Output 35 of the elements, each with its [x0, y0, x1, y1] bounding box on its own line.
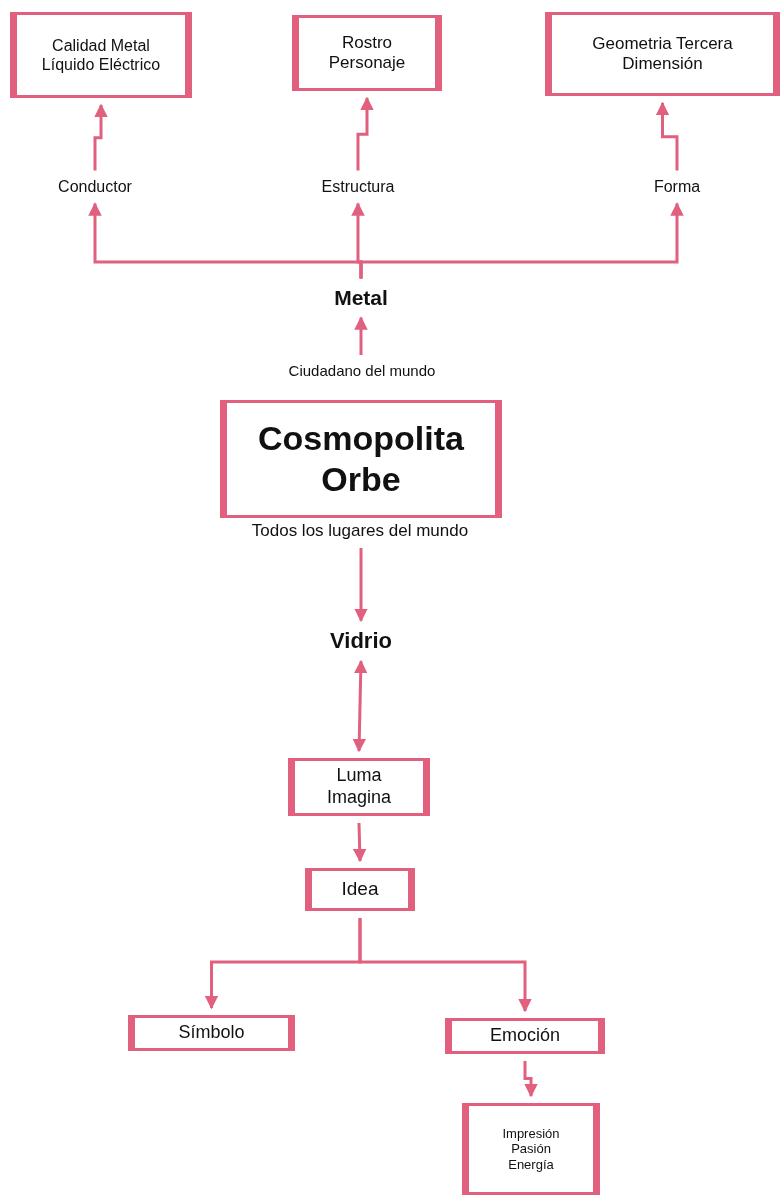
arrow	[354, 316, 368, 355]
node-label: Forma	[612, 175, 742, 199]
box-text: Luma Imagina	[325, 765, 392, 809]
arrow	[358, 918, 532, 1013]
node-label: Vidrio	[301, 626, 421, 656]
arrow	[523, 1061, 538, 1098]
process-box	[292, 15, 442, 91]
box-text: Geometria Tercera Dimensión	[591, 33, 734, 75]
box-text: Cosmopolita Orbe	[257, 418, 465, 500]
process-box	[545, 12, 780, 96]
arrow	[354, 548, 368, 623]
process-box	[220, 400, 502, 518]
process-box	[288, 758, 430, 816]
arrow	[93, 103, 108, 171]
node-caption: Ciudadano del mundo	[287, 362, 437, 379]
arrow	[359, 202, 684, 279]
box-text: Idea	[341, 878, 379, 901]
process-box	[305, 868, 415, 911]
process-box	[10, 12, 192, 98]
box-text: Calidad Metal Líquido Eléctrico	[40, 35, 162, 75]
node-label: Metal	[301, 283, 421, 313]
box-text: Símbolo	[178, 1022, 245, 1044]
arrow	[356, 96, 374, 171]
box-text: Emoción	[490, 1025, 560, 1047]
node-caption: Todos los lugares del mundo	[250, 521, 470, 541]
process-box	[128, 1015, 295, 1051]
node-label: Estructura	[293, 175, 423, 199]
arrow	[655, 101, 679, 171]
box-text: Impresión Pasión Energía	[501, 1125, 561, 1173]
arrow	[352, 822, 367, 863]
process-box	[445, 1018, 605, 1054]
process-box	[462, 1103, 600, 1195]
node-label: Conductor	[30, 175, 160, 199]
arrow	[352, 659, 368, 753]
box-text: Rostro Personaje	[327, 32, 407, 74]
